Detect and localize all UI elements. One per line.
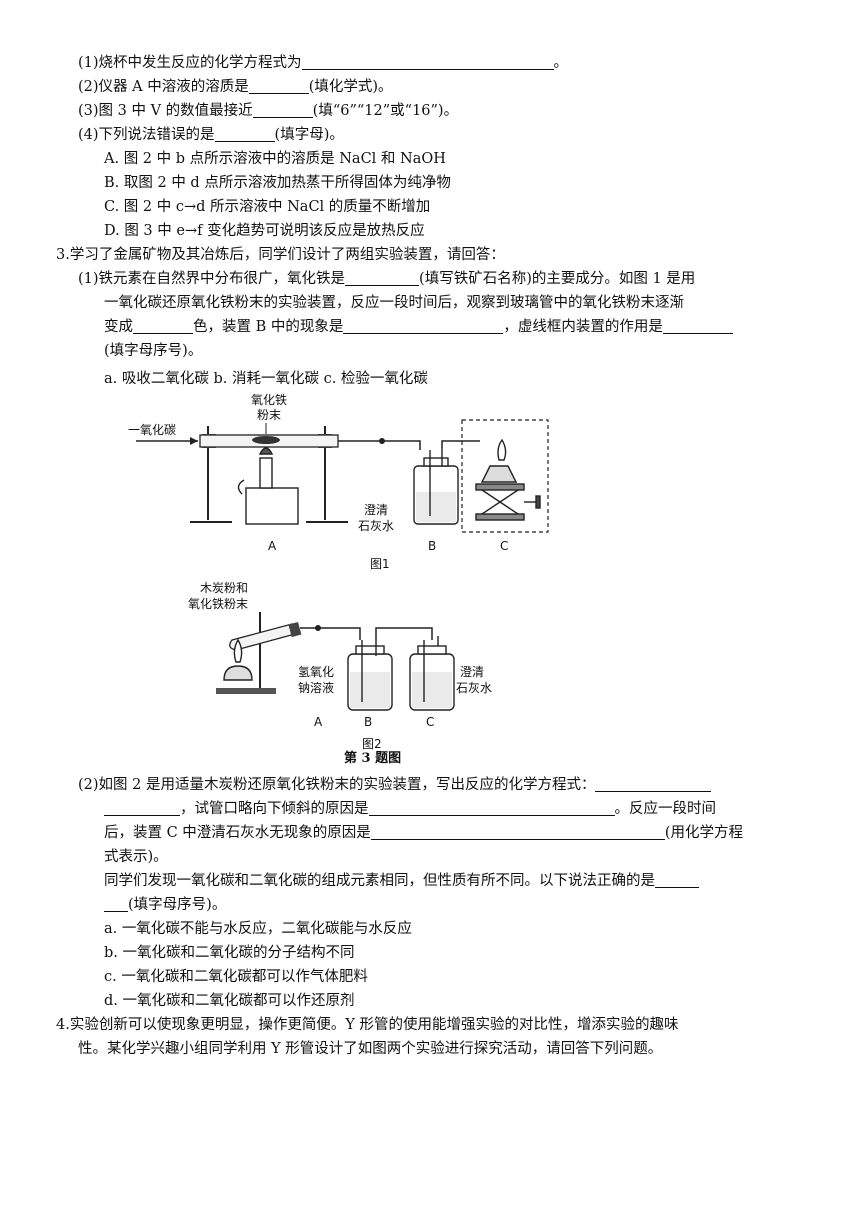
figure-1-apparatus: 一氧化碳 氧化铁 粉末 澄清 石灰水: [128, 393, 549, 570]
q2-option-a: A. 图 2 中 b 点所示溶液中的溶质是 NaCl 和 NaOH: [104, 151, 446, 167]
answer-blank[interactable]: [252, 101, 313, 118]
q4-line1: 4.实验创新可以使现象更明显，操作更简便。Y 形管的使用能增强实验的对比性，增添…: [56, 1017, 679, 1033]
answer-blank[interactable]: [368, 799, 615, 816]
q2-sub3-end: (填“6”“12”或“16”)。: [312, 103, 459, 119]
q2-sub2-end: (填化学式)。: [308, 79, 393, 95]
ferric-oxide-powder: [252, 436, 280, 444]
q3-p2-text-4: 后，装置 C 中澄清石灰水无现象的原因是: [104, 825, 371, 841]
gas-inlet-arrow: [190, 437, 198, 445]
answer-blank[interactable]: [345, 269, 420, 286]
label-fe2o3-2: 粉末: [257, 408, 281, 422]
q3-p1-line2: 一氧化碳还原氧化铁粉末的实验装置，反应一段时间后，观察到玻璃管中的氧化铁粉末逐渐: [104, 295, 684, 311]
q3-stem: 3.学习了金属矿物及其冶炼后，同学们设计了两组实验装置，请回答：: [56, 247, 505, 263]
figure-1-caption: 图1: [370, 557, 390, 570]
q2-sub4: (4)下列说法错误的是 (填字母)。: [78, 124, 344, 146]
tube-to-b: [338, 440, 421, 450]
q3-p2-text-7: (填字母序号)。: [128, 897, 227, 913]
label-co: 一氧化碳: [128, 423, 176, 437]
answer-blank[interactable]: [595, 775, 712, 792]
answer-blank[interactable]: [248, 77, 309, 94]
figure-2-caption: 图2: [362, 737, 382, 751]
label-b: B: [364, 715, 372, 729]
q3-p2-line1: (2)如图 2 是用适量木炭粉还原氧化铁粉末的实验装置，写出反应的化学方程式：: [78, 774, 712, 796]
label-limewater-2: 石灰水: [456, 681, 492, 695]
answer-blank[interactable]: [133, 317, 193, 334]
q2-sub3-text: (3)图 3 中 V 的数值最接近: [78, 103, 253, 119]
q3-p2-line5: 同学们发现一氧化碳和二氧化碳的组成元素相同，但性质有所不同。以下说法正确的是: [104, 870, 699, 892]
q2-sub1: (1)烧杯中发生反应的化学方程式为 。: [78, 52, 568, 74]
answer-blank[interactable]: [370, 823, 665, 840]
bottle-b: [413, 448, 459, 525]
q2-option-c: C. 图 2 中 c→d 所示溶液中 NaCl 的质量不断增加: [104, 199, 431, 215]
label-powder-1: 木炭粉和: [200, 581, 248, 595]
label-limewater-1: 澄清: [364, 502, 388, 517]
q3-p1-text-2: (填写铁矿石名称)的主要成分。如图 1 是用: [419, 271, 696, 287]
q3-p2-line6: (填字母序号)。: [104, 894, 226, 916]
label-a: A: [314, 715, 323, 729]
q3-p1-text-5: ，虚线框内装置的作用是: [503, 319, 663, 335]
label-limewater-2: 石灰水: [358, 519, 394, 533]
q3-p1-text: (1)铁元素在自然界中分布很广，氧化铁是: [78, 271, 346, 287]
q3-p2-line4: 式表示)。: [104, 849, 168, 865]
q3-p1-text-3: 变成: [104, 319, 133, 335]
q3-p2-line2: ，试管口略向下倾斜的原因是 。反应一段时间: [104, 798, 716, 820]
q3-p1-text-4: 色，装置 B 中的现象是: [193, 319, 344, 335]
q3-p1-line1: (1)铁元素在自然界中分布很广，氧化铁是 (填写铁矿石名称)的主要成分。如图 1 …: [78, 268, 695, 290]
q3-p2-option-b: b. 一氧化碳和二氧化碳的分子结构不同: [104, 945, 355, 961]
figure-2-apparatus: 木炭粉和 氧化铁粉末: [188, 581, 492, 751]
label-fe2o3-1: 氧化铁: [251, 393, 287, 407]
bottle-b-naoh: [347, 640, 393, 711]
q2-sub1-text: (1)烧杯中发生反应的化学方程式为: [78, 55, 302, 71]
q2-sub4-end: (填字母)。: [274, 127, 344, 143]
q3-p2-option-c: c. 一氧化碳和二氧化碳都可以作气体肥料: [104, 969, 368, 985]
test-tube: [229, 621, 302, 651]
label-c: C: [500, 539, 508, 553]
answer-blank[interactable]: [104, 799, 180, 816]
q2-sub2-text: (2)仪器 A 中溶液的溶质是: [78, 79, 249, 95]
q3-p2-option-a: a. 一氧化碳不能与水反应，二氧化碳能与水反应: [104, 921, 412, 937]
q2-sub4-text: (4)下列说法错误的是: [78, 127, 215, 143]
label-a: A: [268, 539, 277, 553]
answer-blank[interactable]: [104, 895, 128, 912]
label-b: B: [428, 539, 436, 553]
answer-blank[interactable]: [214, 125, 275, 142]
q2-option-b: B. 取图 2 中 d 点所示溶液加热蒸干所得固体为纯净物: [104, 175, 451, 191]
q2-sub1-end: 。: [553, 55, 569, 71]
alcohol-lamp: [223, 638, 253, 681]
alcohol-lamp-on-lift: [475, 438, 541, 521]
answer-blank[interactable]: [655, 871, 699, 888]
q3-p1-line4: (填字母序号)。: [104, 343, 203, 359]
q2-sub3: (3)图 3 中 V 的数值最接近 (填“6”“12”或“16”)。: [78, 100, 458, 122]
q3-p2-text-3: 。反应一段时间: [614, 801, 717, 817]
answer-blank[interactable]: [662, 317, 733, 334]
q3-p2-line3: 后，装置 C 中澄清石灰水无现象的原因是 (用化学方程: [104, 822, 743, 844]
bottle-c-limewater: [409, 636, 455, 711]
q2-sub2: (2)仪器 A 中溶液的溶质是 (填化学式)。: [78, 76, 393, 98]
dashed-box-c: [461, 419, 549, 533]
alcohol-blast-lamp: [237, 447, 299, 525]
q3-p2-text-2: ，试管口略向下倾斜的原因是: [180, 801, 369, 817]
answer-blank[interactable]: [343, 317, 504, 334]
q3-p2-text-5: (用化学方程: [664, 825, 743, 841]
q3-p2-text-6: 同学们发现一氧化碳和二氧化碳的组成元素相同，但性质有所不同。以下说法正确的是: [104, 873, 655, 889]
label-c: C: [426, 715, 434, 729]
label-powder-2: 氧化铁粉末: [188, 597, 248, 611]
label-naoh-1: 氢氧化: [298, 664, 334, 679]
figure-caption: 第 3 题图: [344, 751, 402, 766]
q3-p2-option-d: d. 一氧化碳和二氧化碳都可以作还原剂: [104, 993, 355, 1009]
answer-blank[interactable]: [301, 53, 554, 70]
label-limewater-1: 澄清: [460, 664, 484, 679]
iron-stand: [216, 612, 276, 694]
q3-p1-options: a. 吸收二氧化碳 b. 消耗一氧化碳 c. 检验一氧化碳: [104, 371, 428, 387]
q4-line2: 性。某化学兴趣小组同学利用 Y 形管设计了如图两个实验进行探究活动，请回答下列问…: [78, 1041, 663, 1057]
q2-option-d: D. 图 3 中 e→f 变化趋势可说明该反应是放热反应: [104, 223, 425, 239]
q3-p2-text: (2)如图 2 是用适量木炭粉还原氧化铁粉末的实验装置，写出反应的化学方程式：: [78, 777, 596, 793]
label-naoh-2: 钠溶液: [298, 680, 334, 695]
q3-p1-line3: 变成 色，装置 B 中的现象是 ，虚线框内装置的作用是: [104, 316, 733, 338]
